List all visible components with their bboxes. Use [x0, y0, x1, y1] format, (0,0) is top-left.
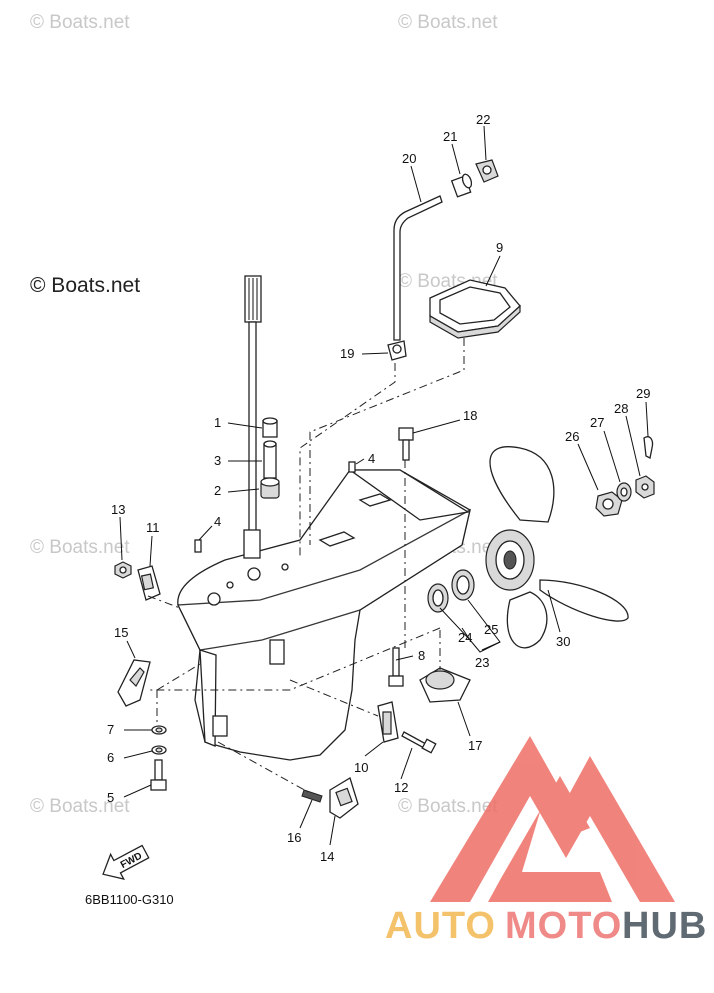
- part-4-dowel: [194, 461, 356, 553]
- part-label: 20: [402, 151, 416, 166]
- part-1-collar: [262, 417, 278, 438]
- part-label: 7: [107, 722, 114, 737]
- part-label: 1: [214, 415, 221, 430]
- part-27-washer: [616, 482, 632, 502]
- lower-casing: [176, 469, 471, 761]
- part-label: 25: [484, 622, 498, 637]
- part-14-anode: [329, 777, 359, 819]
- part-28-nut: [635, 475, 655, 499]
- part-number-labels: 1 2 3 4 4 5 6 7 8 9 10 11 12 13 14 15 16…: [107, 112, 650, 864]
- brand-logo-icon: [430, 736, 675, 902]
- part-13-nut: [114, 561, 132, 579]
- part-17-trim-tab: [419, 667, 471, 703]
- part-label: 17: [468, 738, 482, 753]
- part-5-bolt: [150, 759, 167, 791]
- part-label: 16: [287, 830, 301, 845]
- part-26-thrust-washer: [595, 491, 623, 517]
- watermark: © Boats.net: [30, 796, 130, 817]
- part-label: 30: [556, 634, 570, 649]
- part-label: 4: [214, 514, 221, 529]
- part-label: 26: [565, 429, 579, 444]
- part-7-washer: [151, 725, 167, 735]
- part-19-seal: [387, 340, 407, 361]
- part-9-gasket: [429, 279, 521, 339]
- part-label: 19: [340, 346, 354, 361]
- part-label: 13: [111, 502, 125, 517]
- part-11-anode: [137, 565, 161, 601]
- part-25-seal: [451, 569, 475, 601]
- part-21-seal: [450, 173, 473, 198]
- part-label: 6: [107, 750, 114, 765]
- part-12-bolt: [401, 731, 437, 754]
- part-18-bolt: [398, 427, 414, 461]
- fwd-arrow-icon: FWD: [102, 844, 150, 881]
- watermark: © Boats.net: [30, 537, 130, 558]
- part-29-cotter-pin: [643, 436, 654, 459]
- part-label: 15: [114, 625, 128, 640]
- part-label: 12: [394, 780, 408, 795]
- part-20-water-tube: [393, 195, 443, 341]
- watermark: © Boats.net: [398, 796, 498, 817]
- part-label: 11: [146, 520, 160, 535]
- part-label: 5: [107, 790, 114, 805]
- part-2-grommet: [260, 477, 280, 499]
- part-label: 10: [354, 760, 368, 775]
- part-30-propeller: [485, 446, 629, 649]
- part-label: 8: [418, 648, 425, 663]
- brand-wordmark: AUTO MOTO HUB: [385, 905, 707, 947]
- part-6-washer: [151, 745, 167, 755]
- drive-shaft: [243, 275, 262, 559]
- part-8-bolt: [388, 647, 404, 687]
- brand-part-hub: HUB: [622, 905, 707, 947]
- brand-part-auto: AUTO: [385, 905, 496, 947]
- part-label: 24: [458, 630, 472, 645]
- part-label: 3: [214, 453, 221, 468]
- part-label: 2: [214, 483, 221, 498]
- watermark: © Boats.net: [398, 12, 498, 33]
- diagram-code: 6BB1100-G310: [85, 892, 174, 907]
- brand-part-moto: MOTO: [505, 905, 622, 947]
- part-24-seal: [427, 583, 449, 613]
- part-3-sleeve: [263, 440, 277, 479]
- assembly-lines: [147, 338, 465, 793]
- part-label: 28: [614, 401, 628, 416]
- part-label: 9: [496, 240, 503, 255]
- part-label: 29: [636, 386, 650, 401]
- leader-lines: [119, 125, 649, 846]
- part-label: 22: [476, 112, 490, 127]
- part-10-anode: [377, 701, 399, 743]
- part-15-trim-tab: [117, 659, 151, 707]
- part-label: 14: [320, 849, 334, 864]
- part-label: 4: [368, 451, 375, 466]
- part-label: 21: [443, 129, 457, 144]
- watermark: © Boats.net: [30, 12, 130, 33]
- copyright-text: © Boats.net: [30, 274, 140, 297]
- part-label: 23: [475, 655, 489, 670]
- part-label: 18: [463, 408, 477, 423]
- part-label: 27: [590, 415, 604, 430]
- part-16-bolt: [301, 789, 323, 803]
- fwd-label: FWD: [119, 851, 144, 871]
- part-22-grommet: [475, 159, 499, 183]
